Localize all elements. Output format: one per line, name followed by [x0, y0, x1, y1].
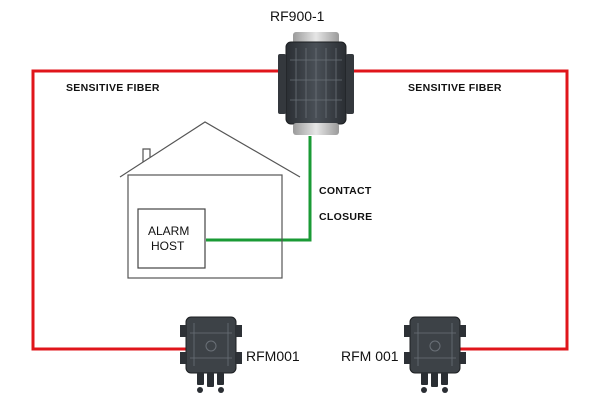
- contact-closure-line: [206, 136, 312, 242]
- sensitive-fiber-right-line: [342, 69, 569, 351]
- left-fiber-module-icon: [180, 316, 242, 393]
- fiber-closure-device-icon: [278, 32, 354, 135]
- alarm-host-box: [137, 208, 206, 269]
- right-fiber-module-icon: [404, 316, 466, 393]
- sensitive-fiber-right-label: SENSITIVE FIBER: [408, 82, 502, 94]
- right-module-label: RFM 001: [341, 348, 399, 364]
- alarm-host-label-line2: HOST: [151, 239, 185, 253]
- top-device-label: RF900-1: [270, 8, 325, 24]
- left-module-label: RFM001: [246, 348, 300, 364]
- alarm-host-label-line1: ALARM: [148, 224, 190, 238]
- contact-label: CONTACT: [319, 185, 372, 197]
- closure-label: CLOSURE: [319, 211, 373, 223]
- house-icon: [119, 121, 301, 279]
- sensitive-fiber-left-label: SENSITIVE FIBER: [66, 82, 160, 94]
- sensitive-fiber-left-line: [31, 69, 280, 351]
